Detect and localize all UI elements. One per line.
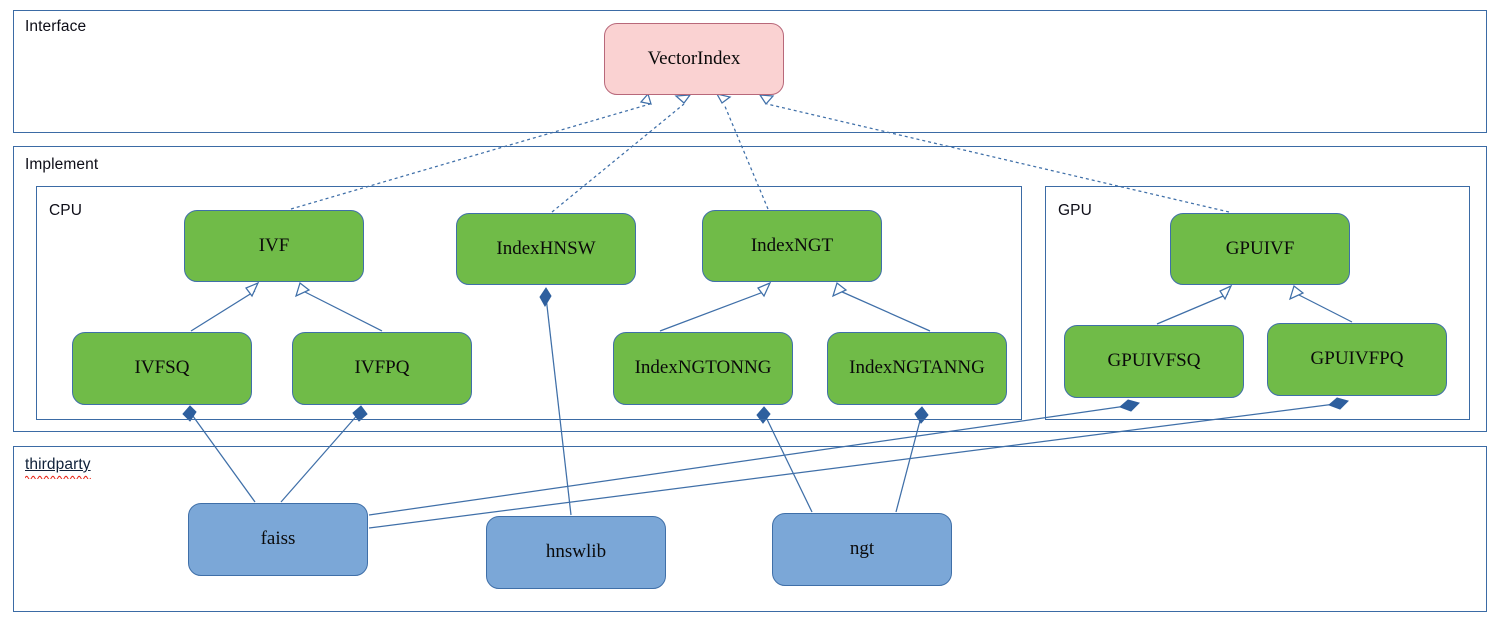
node-indexngtanng[interactable]: IndexNGTANNG (827, 332, 1007, 405)
node-ngt[interactable]: ngt (772, 513, 952, 586)
node-hnswlib[interactable]: hnswlib (486, 516, 666, 589)
node-ivfpq[interactable]: IVFPQ (292, 332, 472, 405)
frame-implement (13, 146, 1487, 432)
node-gpuivfpq[interactable]: GPUIVFPQ (1267, 323, 1447, 396)
frame-label-implement: Implement (25, 156, 99, 173)
subframe-cpu (36, 186, 1022, 420)
node-vectorindex[interactable]: VectorIndex (604, 23, 784, 95)
subframe-label-cpu: CPU (49, 202, 83, 219)
node-indexhnsw[interactable]: IndexHNSW (456, 213, 636, 285)
subframe-gpu (1045, 186, 1470, 420)
node-indexngt[interactable]: IndexNGT (702, 210, 882, 282)
node-ivfsq[interactable]: IVFSQ (72, 332, 252, 405)
frame-label-interface: Interface (25, 18, 87, 35)
frame-label-thirdparty: thirdparty (25, 456, 91, 479)
node-indexngtonng[interactable]: IndexNGTONNG (613, 332, 793, 405)
subframe-label-gpu: GPU (1058, 202, 1092, 219)
node-gpuivfsq[interactable]: GPUIVFSQ (1064, 325, 1244, 398)
frame-thirdparty (13, 446, 1487, 612)
node-ivf[interactable]: IVF (184, 210, 364, 282)
node-faiss[interactable]: faiss (188, 503, 368, 576)
node-gpuivf[interactable]: GPUIVF (1170, 213, 1350, 285)
frame-interface (13, 10, 1487, 133)
frame-label-thirdparty-text: thirdparty (25, 456, 91, 473)
